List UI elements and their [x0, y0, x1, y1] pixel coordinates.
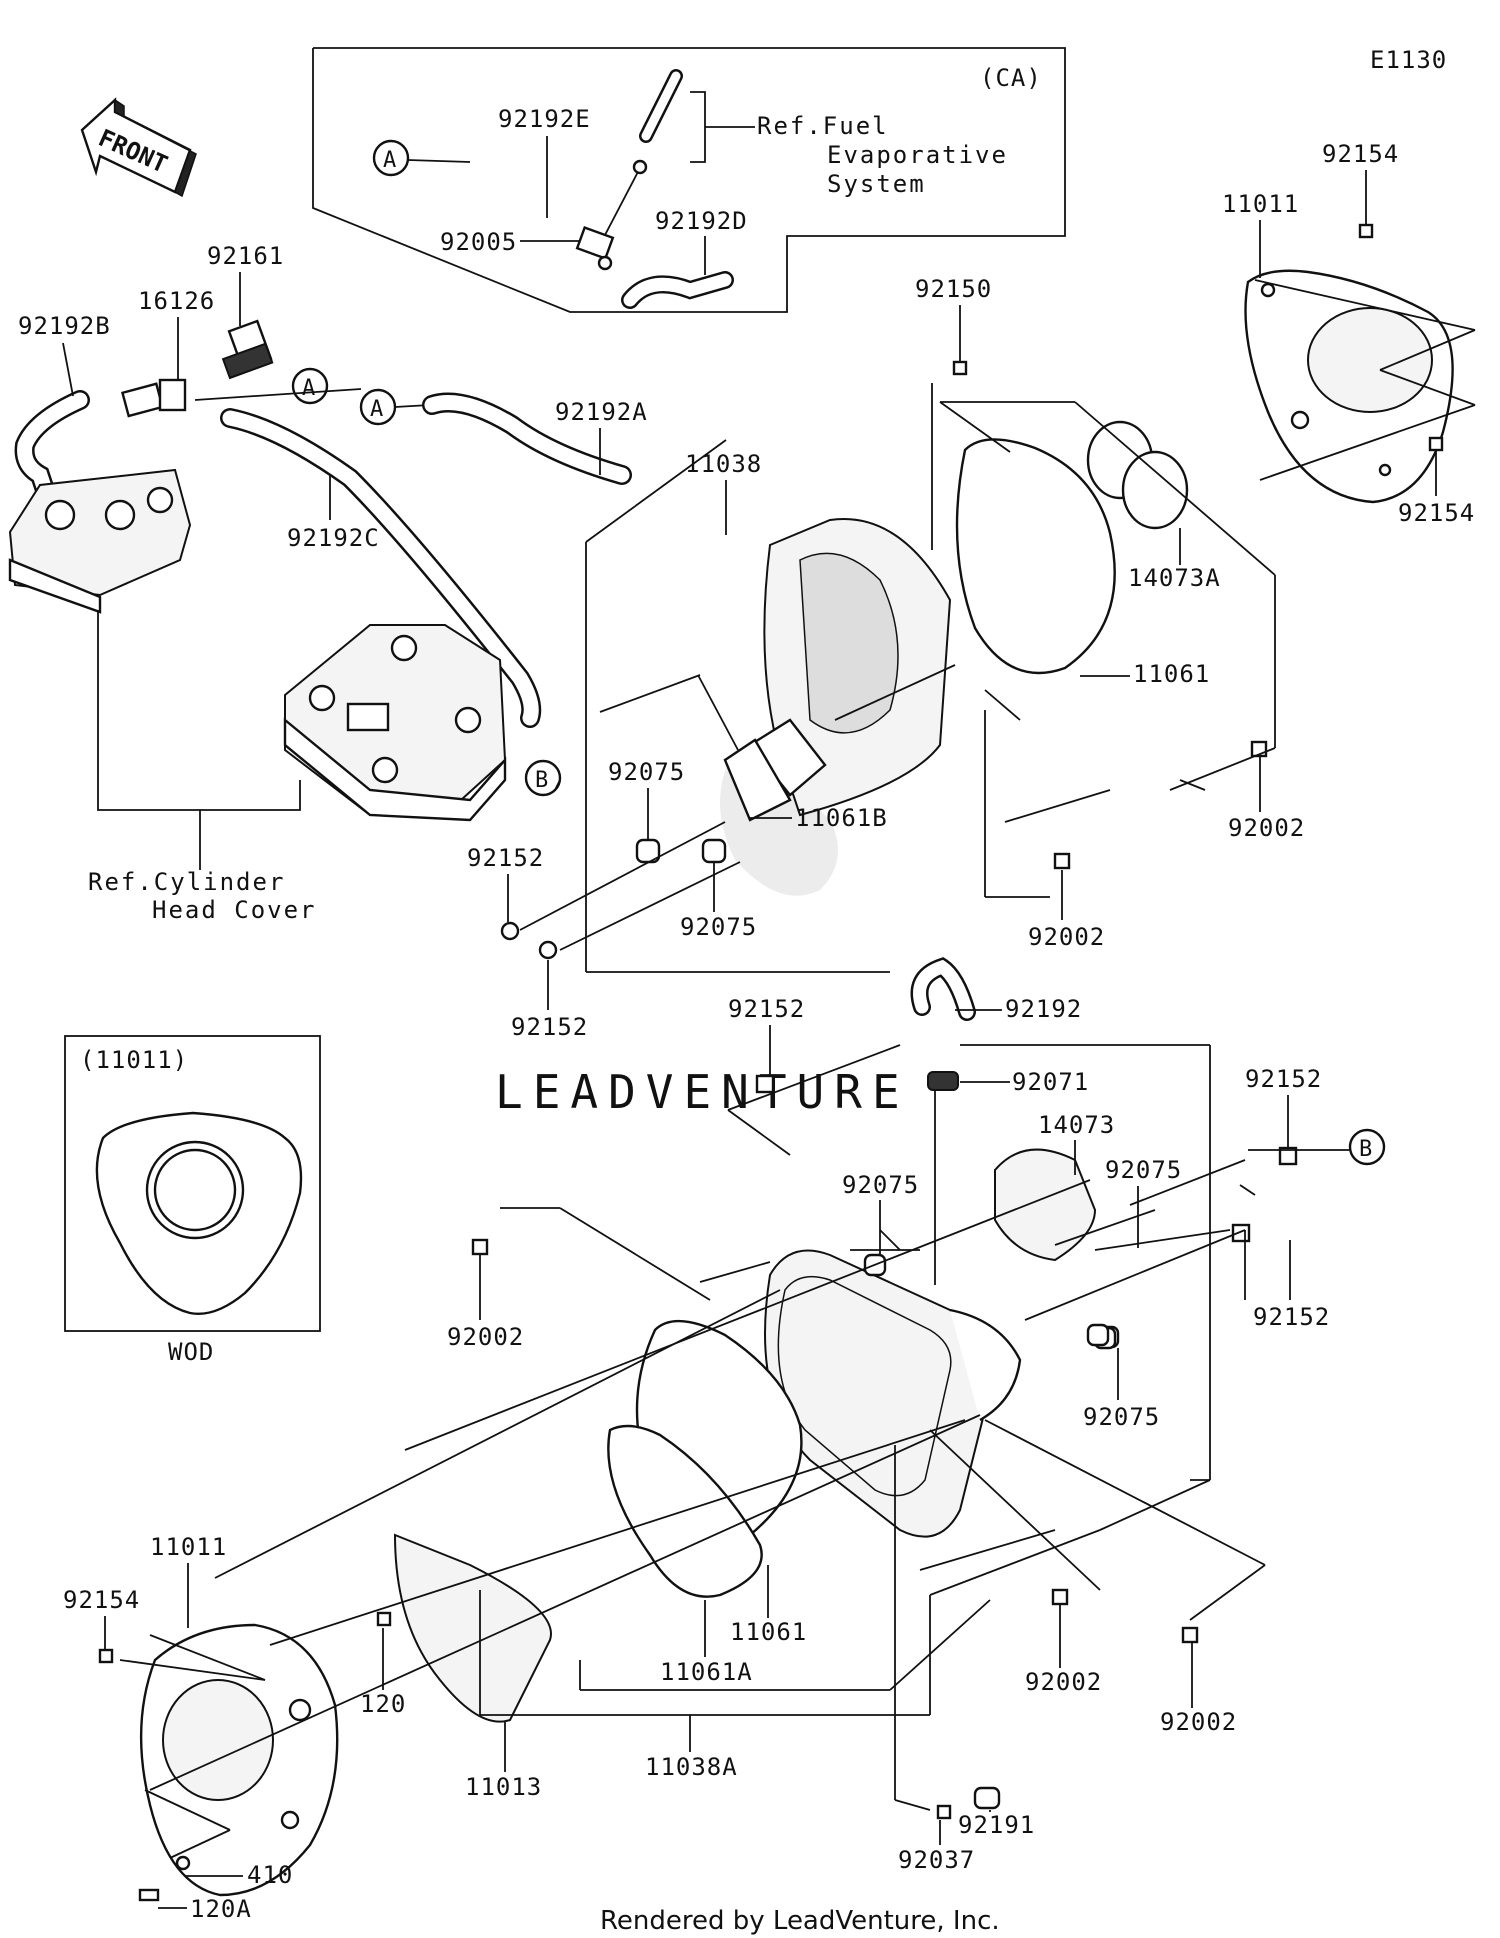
label-11061A: 11061A: [660, 1658, 753, 1686]
callout-a-2: A: [302, 376, 315, 401]
label-11038: 11038: [685, 450, 762, 478]
label-92037: 92037: [898, 1846, 975, 1874]
label-11038A: 11038A: [645, 1753, 738, 1781]
watermark-text: LEADVENTURE: [495, 1065, 910, 1119]
label-14073A: 14073A: [1128, 564, 1221, 592]
inset-title: (11011): [80, 1046, 188, 1074]
label-92152-b: 92152: [511, 1013, 588, 1041]
label-92075-a: 92075: [608, 758, 685, 786]
label-14073: 14073: [1038, 1111, 1115, 1139]
label-92071: 92071: [1012, 1068, 1089, 1096]
filter-11013: [393, 1533, 552, 1723]
inset-caption: WOD: [168, 1338, 214, 1366]
label-11011-bottom: 11011: [150, 1533, 227, 1561]
callout-b-2: B: [1359, 1137, 1372, 1162]
air-cleaner-housing-upper: [748, 518, 952, 817]
part-labels: 92192E 92005 92192D 92154 11011 92154 92…: [18, 105, 1475, 1923]
small-parts-lower: [98, 957, 1298, 1902]
label-92075-d: 92075: [842, 1171, 919, 1199]
label-120: 120: [360, 1690, 406, 1718]
label-410: 410: [247, 1861, 293, 1889]
label-92192B: 92192B: [18, 312, 111, 340]
label-92192C: 92192C: [287, 524, 380, 552]
label-92154-bottom: 92154: [63, 1586, 140, 1614]
label-92191: 92191: [958, 1811, 1035, 1839]
ref-cylinder-line-1: Ref.Cylinder: [88, 868, 285, 896]
ca-box-title: (CA): [980, 64, 1042, 92]
label-92154-right: 92154: [1398, 499, 1475, 527]
air-cleaner-housing-lower: [764, 1249, 1022, 1538]
label-92002-c: 92002: [447, 1323, 524, 1351]
gasket-14073A: [1086, 420, 1189, 530]
filter-14073: [994, 1148, 1097, 1262]
air-cleaner-cover-lower: [139, 1623, 339, 1897]
label-11061-bottom: 11061: [730, 1618, 807, 1646]
leaders-lower: [119, 1044, 1350, 1859]
label-92002-d: 92002: [1025, 1668, 1102, 1696]
ca-ref-line-1: Ref.Fuel: [757, 112, 889, 140]
label-92192: 92192: [1005, 995, 1082, 1023]
label-92192D: 92192D: [655, 207, 748, 235]
label-120A: 120A: [190, 1895, 252, 1923]
label-92075-c: 92075: [1105, 1156, 1182, 1184]
watermark: LEADVENTURE: [495, 730, 910, 1119]
label-92150: 92150: [915, 275, 992, 303]
small-parts-upper: [500, 223, 1444, 960]
callout-b-1: B: [535, 768, 548, 793]
ca-box: (CA) Ref.Fuel Evaporative System: [312, 47, 1066, 313]
label-92154-top: 92154: [1322, 140, 1399, 168]
label-92152-c: 92152: [728, 995, 805, 1023]
label-92002-e: 92002: [1160, 1708, 1237, 1736]
label-16126: 16126: [138, 287, 215, 315]
gasket-11061B: [723, 738, 792, 822]
label-92002-a: 92002: [1228, 814, 1305, 842]
air-cleaner-cover-upper: [1244, 269, 1454, 504]
label-92075-e: 92075: [1083, 1403, 1160, 1431]
label-11011-top: 11011: [1222, 190, 1299, 218]
filter-element-upper: [955, 438, 1116, 675]
front-arrow: FRONT: [80, 97, 197, 198]
label-92192A: 92192A: [555, 398, 648, 426]
footer-credit: Rendered by LeadVenture, Inc.: [600, 1906, 1000, 1936]
label-11061B: 11061B: [795, 804, 888, 832]
ca-ref-line-2: Evaporative: [827, 141, 1008, 169]
label-92152-d: 92152: [1245, 1065, 1322, 1093]
label-11013: 11013: [465, 1773, 542, 1801]
cylinder-head-cover-small: [8, 468, 192, 614]
label-92075-b: 92075: [680, 913, 757, 941]
ca-ref-line-3: System: [827, 170, 926, 198]
inset-wod: (11011) WOD: [64, 1035, 321, 1366]
ref-cylinder-line-2: Head Cover: [152, 896, 317, 924]
label-11061-top: 11061: [1133, 660, 1210, 688]
label-92152-a: 92152: [467, 844, 544, 872]
leaders-upper: [519, 279, 1476, 973]
hose-assembly-left: [14, 319, 632, 728]
diagram-id: E1130: [1370, 46, 1447, 74]
label-92152-e: 92152: [1253, 1303, 1330, 1331]
label-92005: 92005: [440, 228, 517, 256]
cylinder-head-cover-large: [283, 624, 507, 822]
label-92002-b: 92002: [1028, 923, 1105, 951]
callout-a-1: A: [383, 148, 396, 173]
callout-a-3: A: [370, 397, 383, 422]
label-92161: 92161: [207, 242, 284, 270]
label-92192E: 92192E: [498, 105, 591, 133]
